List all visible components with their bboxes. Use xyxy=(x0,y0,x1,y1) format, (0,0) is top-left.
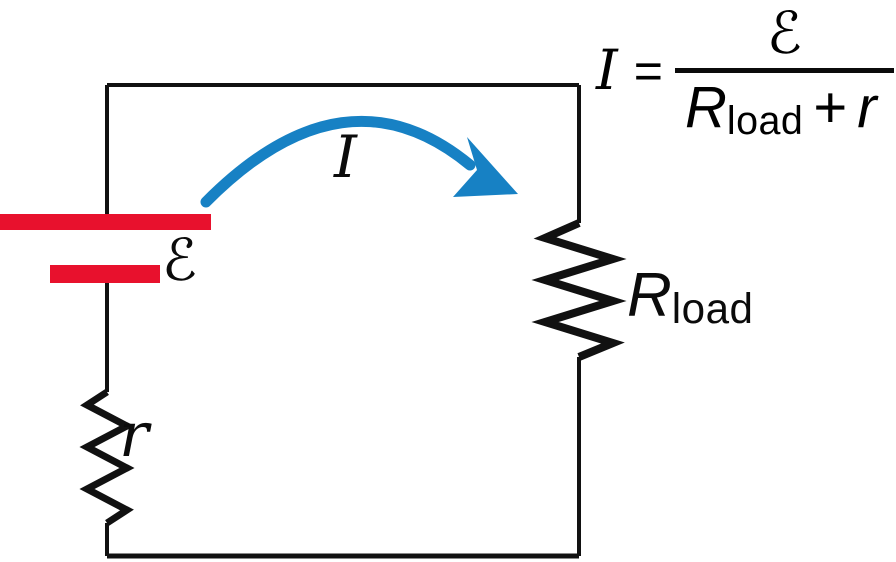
label-load-resistance-subscript: load xyxy=(671,285,754,333)
label-load-resistance: Rload xyxy=(627,265,753,330)
denominator-internal-r: r xyxy=(857,75,877,140)
equation-block: I = ℰ Rload+r xyxy=(596,0,894,141)
label-internal-resistance: r xyxy=(119,398,149,471)
load-resistor-zigzag xyxy=(531,219,627,361)
fraction-numerator-emf: ℰ xyxy=(766,0,802,67)
fraction-bar xyxy=(674,68,894,73)
fraction-denominator: Rload+r xyxy=(675,79,877,141)
equation-lhs: I xyxy=(596,38,618,102)
internal-resistor-zigzag xyxy=(79,389,135,526)
denominator-r-load-base: R xyxy=(684,75,727,140)
current-arrow-shaft xyxy=(200,115,476,208)
label-current: I xyxy=(334,123,357,191)
battery-short-plate xyxy=(50,265,160,283)
denominator-plus-sign: + xyxy=(813,75,848,140)
current-arrowhead-icon xyxy=(453,137,518,197)
battery-long-plate xyxy=(0,214,211,230)
equation-fraction: ℰ Rload+r xyxy=(674,0,894,141)
equation-equals-sign: = xyxy=(633,42,663,99)
label-load-resistance-base: R xyxy=(627,261,672,330)
label-emf: ℰ xyxy=(162,226,198,294)
denominator-r-load-subscript: load xyxy=(726,98,804,143)
